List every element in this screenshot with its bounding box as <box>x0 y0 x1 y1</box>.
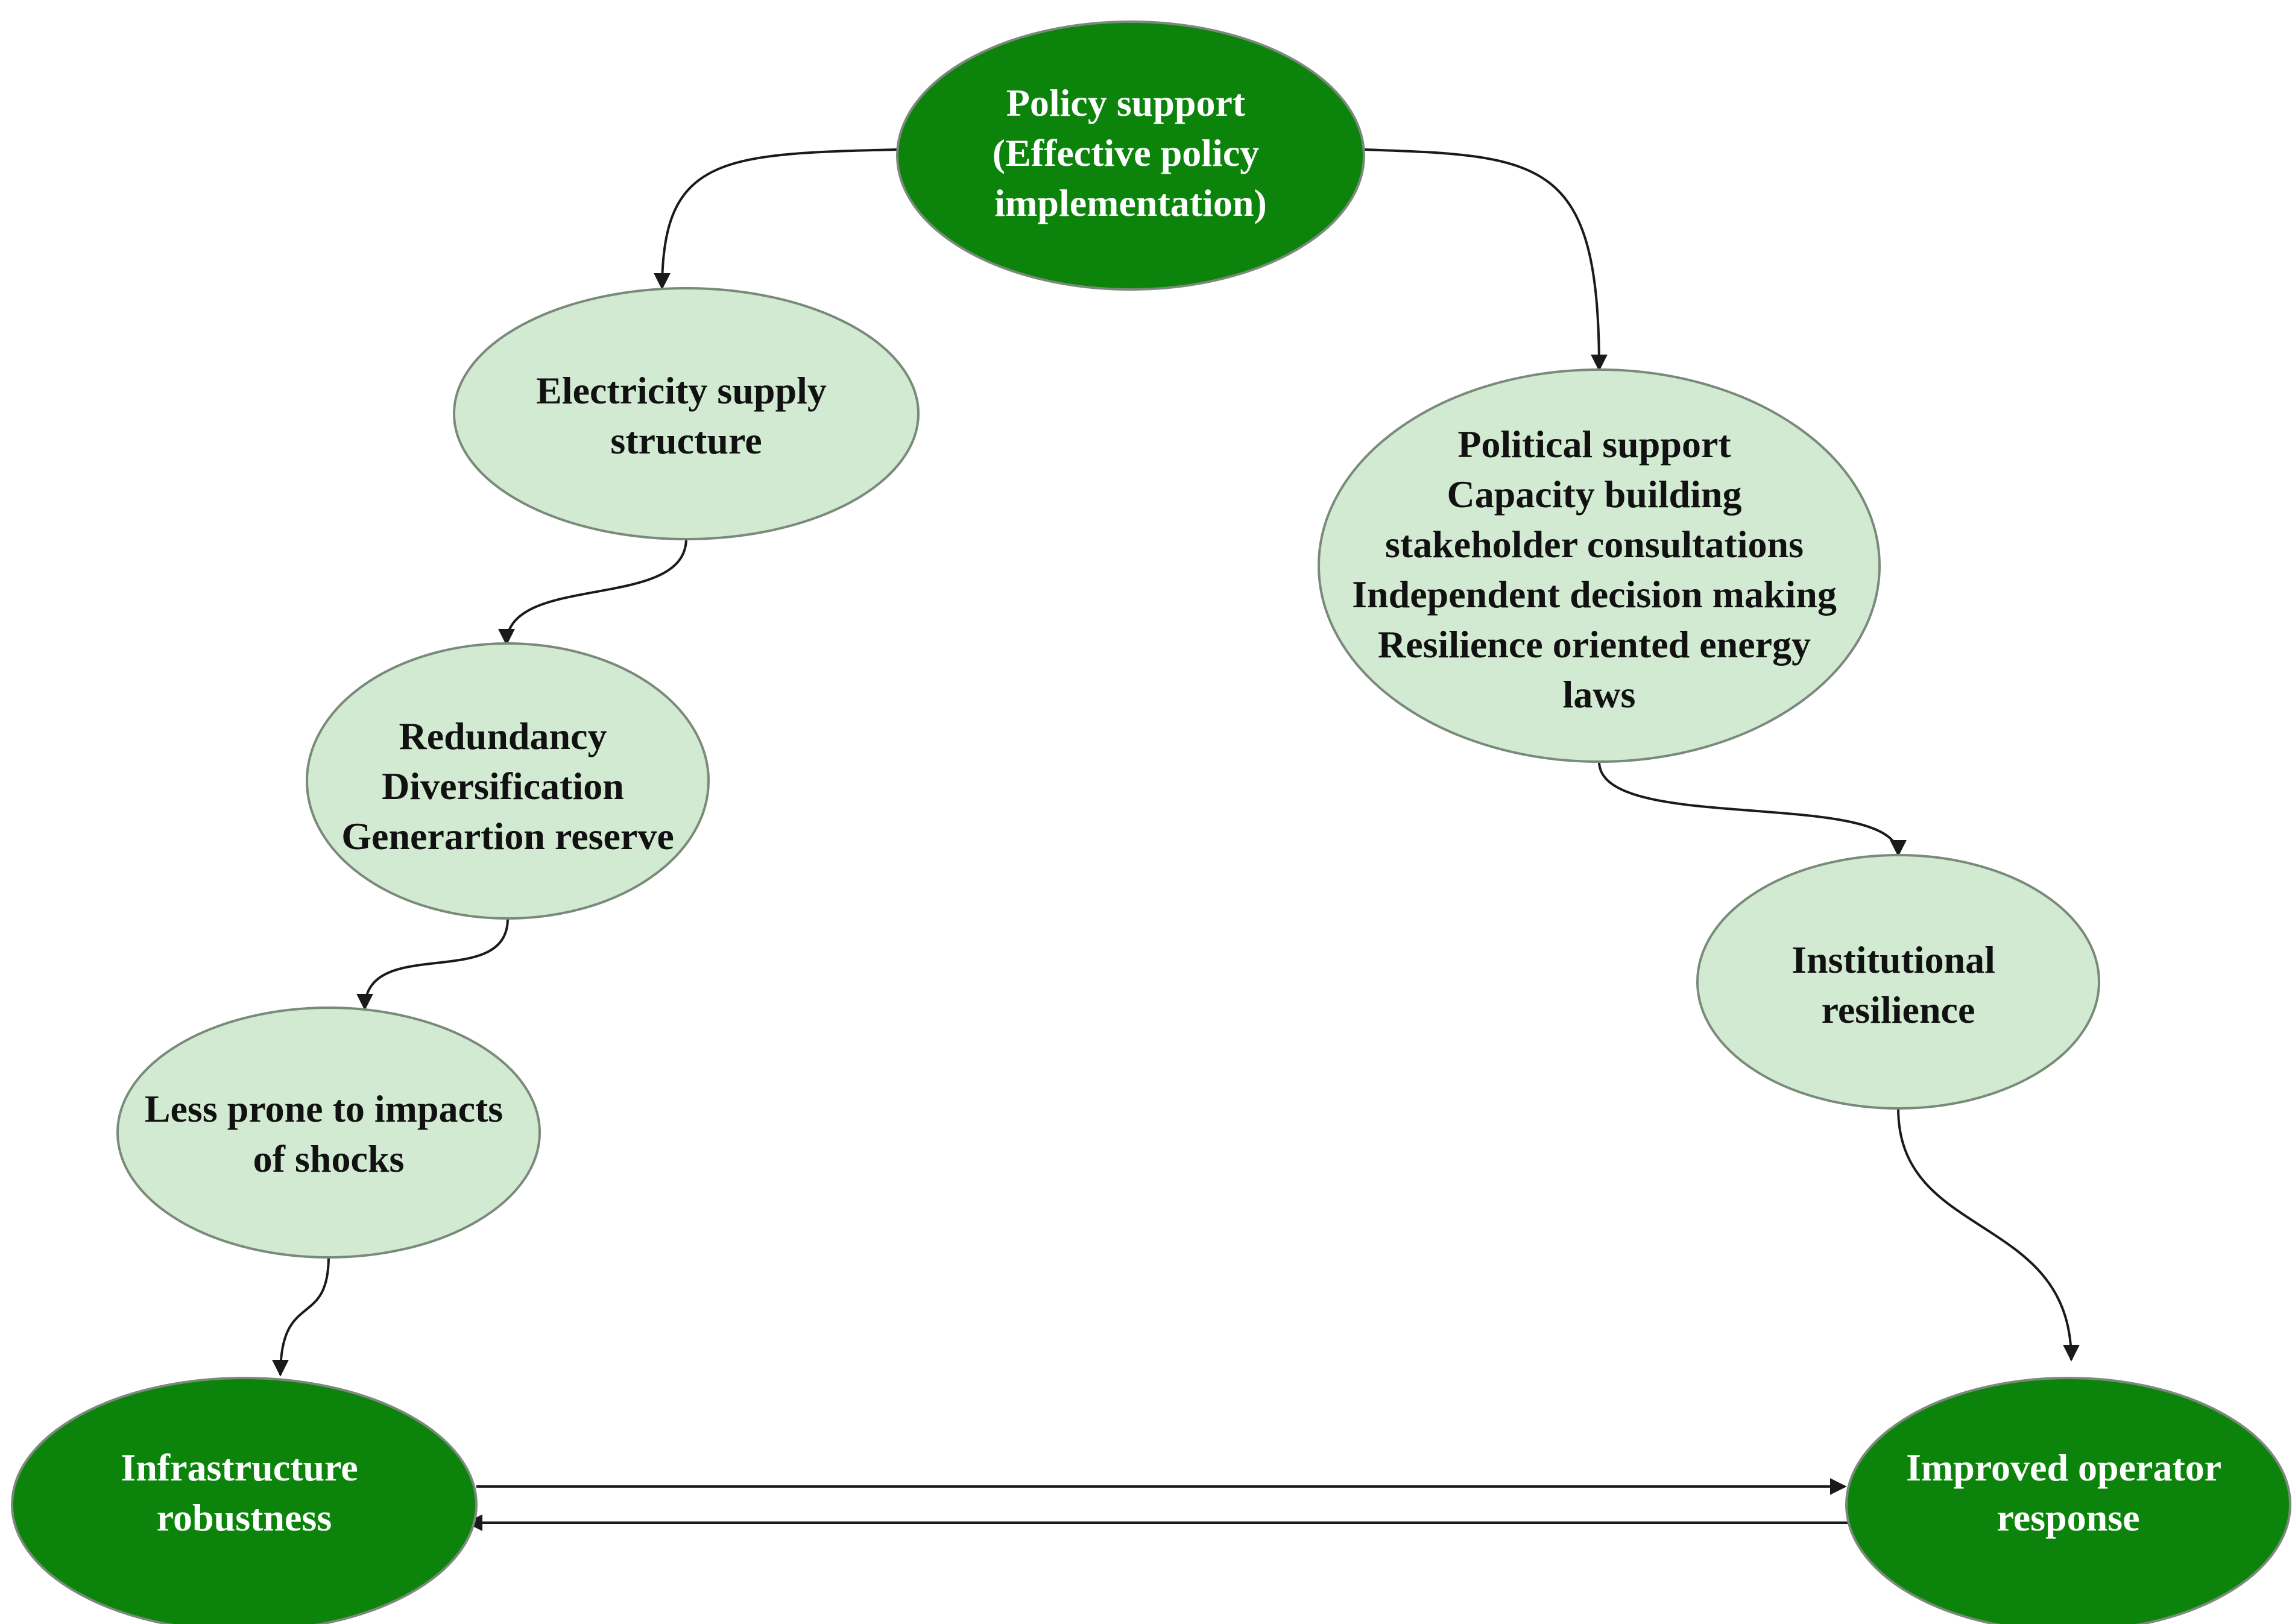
node-redundancy-diversification-line-1: Redundancy <box>399 715 607 757</box>
node-policy-support-shape <box>896 21 1365 291</box>
node-institutional-resilience-line-2: resilience <box>1822 988 1975 1031</box>
edge-policy-to-political-support <box>1363 148 1608 371</box>
svg-text:Infrastructure robustnes: Infrastructure robustness <box>121 1446 367 1539</box>
node-electricity-supply-structure-shape <box>453 287 920 540</box>
svg-text:Electricity supply struc: Electricity supply structure <box>536 369 836 462</box>
node-institutional-resilience-shape <box>1696 854 2100 1110</box>
edge-policy-to-electricity-supply <box>654 148 898 290</box>
svg-text:Institutional resilience: Institutional resilience <box>1791 938 2005 1031</box>
node-policy-support-line-2: (Effective policy <box>993 131 1260 174</box>
node-infrastructure-robustness: Infrastructure robustness <box>11 1377 478 1624</box>
node-policy-support-line-1: Policy support <box>1006 81 1246 124</box>
edge-electricity-supply-to-redundancy <box>498 538 687 646</box>
node-redundancy-diversification-line-3: Generartion reserve <box>341 815 674 858</box>
node-electricity-supply-structure-line-1: Electricity supply <box>536 369 827 412</box>
node-improved-operator-response-shape <box>1845 1377 2291 1624</box>
edge-less-prone-to-infrastructure <box>272 1256 330 1377</box>
node-political-support-group-line-4: Independent decision making <box>1352 573 1837 616</box>
svg-text:Improved operator respon: Improved operator response <box>1906 1446 2230 1539</box>
node-less-prone-to-shocks: Less prone to impacts of shocks <box>116 1006 541 1259</box>
node-improved-operator-response-line-1: Improved operator <box>1906 1446 2221 1489</box>
node-political-support-group-line-2: Capacity building <box>1447 473 1741 516</box>
node-less-prone-to-shocks-line-1: Less prone to impacts <box>145 1087 503 1130</box>
node-redundancy-diversification: Redundancy Diversification Generartion r… <box>306 642 710 920</box>
node-political-support-group: Political support Capacity building stak… <box>1318 368 1881 763</box>
node-redundancy-diversification-line-2: Diversification <box>382 765 624 807</box>
node-improved-operator-response-line-2: response <box>1997 1496 2139 1539</box>
node-political-support-group-line-6: laws <box>1563 673 1636 716</box>
node-less-prone-to-shocks-line-2: of shocks <box>253 1137 405 1180</box>
node-policy-support: Policy support (Effective policy impleme… <box>896 21 1365 291</box>
svg-text:Policy support (Effectiv: Policy support (Effective policy impleme… <box>993 81 1269 224</box>
edge-redundancy-to-less-prone <box>356 918 509 1011</box>
node-redundancy-diversification-shape <box>306 642 710 920</box>
node-infrastructure-robustness-shape <box>11 1377 478 1624</box>
svg-text:Less prone to impacts of: Less prone to impacts of shocks <box>145 1087 513 1180</box>
node-infrastructure-robustness-line-1: Infrastructure <box>121 1446 358 1489</box>
node-improved-operator-response: Improved operator response <box>1845 1377 2291 1624</box>
node-political-support-group-line-1: Political support <box>1457 423 1731 466</box>
edge-institutional-to-improved-operator <box>1897 1108 2080 1362</box>
svg-text:Political support Capaci: Political support Capacity building stak… <box>1352 423 1846 716</box>
node-political-support-group-line-3: stakeholder consultations <box>1385 523 1804 566</box>
node-less-prone-to-shocks-shape <box>116 1006 541 1259</box>
node-infrastructure-robustness-line-2: robustness <box>157 1496 332 1539</box>
node-electricity-supply-structure-line-2: structure <box>610 419 762 462</box>
node-institutional-resilience: Institutional resilience <box>1696 854 2100 1110</box>
node-political-support-group-shape <box>1318 368 1881 763</box>
node-political-support-group-line-5: Resilience oriented energy <box>1378 623 1811 666</box>
node-policy-support-line-3: implementation) <box>994 182 1267 224</box>
node-electricity-supply-structure: Electricity supply structure <box>453 287 920 540</box>
edges <box>272 148 2080 1531</box>
svg-text:Redundancy Diversificati: Redundancy Diversification Generartion r… <box>341 715 674 858</box>
edge-political-support-to-institutional <box>1598 761 1907 857</box>
node-institutional-resilience-line-1: Institutional <box>1791 938 1995 981</box>
